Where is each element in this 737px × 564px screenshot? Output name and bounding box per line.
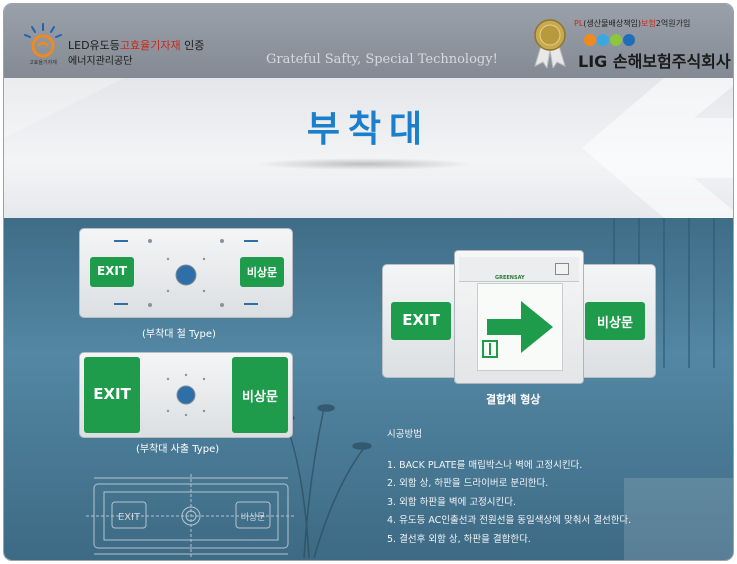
exit-sign: EXIT [391,302,451,340]
indicator-window [555,263,569,275]
combined-assembly: EXIT 비상문 GREENSAY [382,250,656,390]
title-shadow [254,158,474,170]
emergency-door-sign: 비상문 [585,302,645,340]
injection-type-plate: EXIT 비상문 [79,352,293,438]
slogan: Grateful Safty, Special Technology! [266,52,498,67]
plate-holes-icon [166,373,206,417]
arrow-right-icon [482,301,553,358]
page-frame: 고효율기자재 LED유도등고효율기자재 인증 에너지관리공단 Grateful … [3,3,734,561]
exit-sign: EXIT [84,357,140,433]
brand-dots [584,31,636,50]
steel-type-caption: (부착대 철 Type) [142,329,216,340]
logo-text: 고효율기자재 [29,59,57,66]
brand-dot-icon [597,34,609,46]
brand-dot-icon [584,34,596,46]
drawing-exit-label: EXIT [118,512,141,523]
background-arrow-icon [4,78,733,218]
method-step: 4. 유도등 AC인출선과 전원선을 동일색상에 맞춰서 결선한다. [387,515,632,526]
title-band: 부착대 [4,78,733,218]
pl-insurance-text: PL(생산물배상책임)보험2억원가입 [574,19,691,28]
exit-sign: EXIT [90,257,134,287]
insurance-company: LIG 손해보험주식회사 [578,52,731,71]
method-step: 1. BACK PLATE를 매립박스나 벽에 고정시킨다. [387,459,583,471]
drawing-kor-label: 비상문 [241,512,266,523]
brand-dot-icon [623,34,635,46]
method-step: 2. 외함 상, 하판을 드라이버로 분리한다. [387,478,549,489]
plate-holes-icon [114,239,258,307]
exit-light-unit: GREENSAY [454,250,584,384]
emergency-door-sign: 비상문 [232,357,288,433]
brand-dot-icon [610,34,622,46]
page-title: 부착대 [306,109,431,150]
combined-caption: 결합체 형상 [486,393,541,406]
medal-icon [534,19,566,68]
cert-line-1: LED유도등고효율기자재 인증 [68,39,205,52]
method-step: 3. 외함 하판을 벽에 고정시킨다. [387,496,517,508]
steel-type-plate: EXIT 비상문 [79,228,293,318]
cert-line-2: 에너지관리공단 [68,56,133,67]
header-bar: 고효율기자재 LED유도등고효율기자재 인증 에너지관리공단 Grateful … [4,4,733,78]
emergency-door-sign: 비상문 [240,257,284,287]
method-heading: 시공방법 [387,429,422,440]
installation-method: 시공방법 1. BACK PLATE를 매립박스나 벽에 고정시킨다. 2. 외… [387,426,631,549]
brand-label: GREENSAY [495,275,525,281]
injection-type-caption: (부착대 사출 Type) [136,444,220,455]
high-efficiency-logo-icon: 고효율기자재 [24,23,62,66]
content-panel: EXIT 비상문 (부착대 철 Type) EXIT 비상문 (부착대 사출 T… [4,218,733,560]
technical-drawing: EXIT 비상문 [86,474,296,558]
method-step: 5. 결선후 외함 상, 하판을 결합한다. [387,533,531,545]
